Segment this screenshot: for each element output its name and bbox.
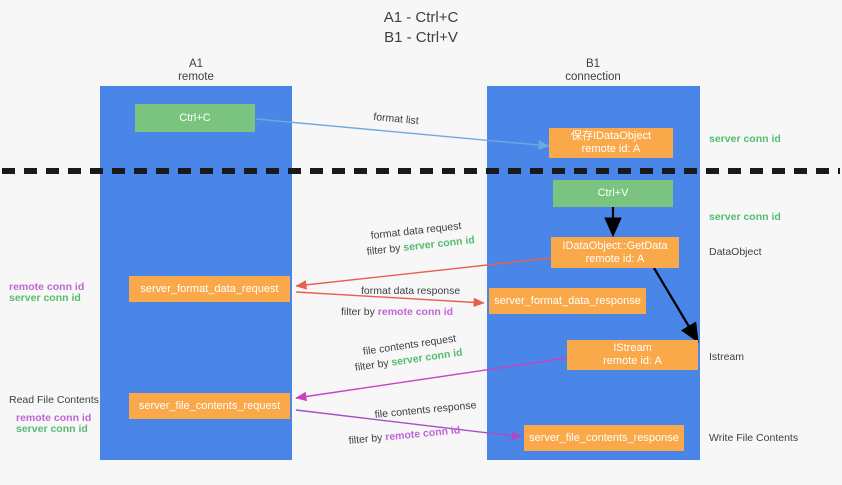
node-ctrl-v[interactable]: Ctrl+V bbox=[553, 180, 673, 207]
side-label-remote-conn-id-1-text: remote conn id bbox=[9, 281, 85, 293]
title-line-1: A1 - Ctrl+C bbox=[383, 9, 459, 26]
edge-label-format-data-response: format data response bbox=[361, 284, 460, 298]
side-label-server-conn-id-1-text: server conn id bbox=[9, 292, 81, 304]
filter-by-text-4: filter by bbox=[348, 431, 383, 447]
node-idataobject-getdata[interactable]: IDataObject::GetData remote id: A bbox=[551, 237, 679, 268]
side-label-istream-text: Istream bbox=[709, 351, 745, 363]
edge-label-file-contents-response: file contents response bbox=[374, 398, 477, 422]
node-istream-line2: remote id: A bbox=[603, 355, 662, 367]
node-store-idataobject[interactable]: 保存IDataObject remote id: A bbox=[549, 128, 673, 158]
node-server-file-contents-response[interactable]: server_file_contents_response bbox=[524, 425, 684, 451]
node-server-file-contents-request-label: server_file_contents_request bbox=[138, 399, 281, 412]
filter-by-text-2: filter by bbox=[341, 306, 375, 318]
side-label-server-conn-id-1: server conn id bbox=[9, 291, 81, 305]
column-header-a1-sub: remote bbox=[178, 71, 214, 83]
node-server-format-data-request[interactable]: server_format_data_request bbox=[129, 276, 290, 302]
node-istream[interactable]: IStream remote id: A bbox=[567, 340, 698, 370]
column-header-b1-name: B1 bbox=[585, 58, 601, 70]
side-label-remote-conn-id-2: remote conn id bbox=[16, 411, 91, 425]
node-server-format-data-response[interactable]: server_format_data_response bbox=[489, 288, 646, 314]
node-server-file-contents-request[interactable]: server_file_contents_request bbox=[129, 393, 290, 419]
node-store-idataobject-line2: remote id: A bbox=[581, 143, 641, 155]
side-label-write-file-contents-text: Write File Contents bbox=[709, 432, 799, 444]
node-ctrl-v-label: Ctrl+V bbox=[597, 187, 629, 199]
side-label-server-conn-id-top: server conn id bbox=[709, 132, 781, 146]
diagram-title: A1 - Ctrl+C B1 - Ctrl+V bbox=[0, 8, 842, 48]
node-ctrl-c-label: Ctrl+C bbox=[179, 111, 211, 124]
node-idataobject-getdata-line2: remote id: A bbox=[585, 252, 645, 265]
node-server-file-contents-response-label: server_file_contents_response bbox=[529, 431, 679, 444]
side-label-server-conn-id-2-text: server conn id bbox=[16, 423, 88, 435]
edge-label-file-contents-response-text: file contents response bbox=[374, 399, 477, 421]
column-header-b1: B1 connection bbox=[533, 58, 653, 84]
edge-label-file-contents-response-filter: filter by remote conn id bbox=[348, 423, 461, 448]
edge-label-format-data-response-text: format data response bbox=[361, 285, 461, 297]
title-line-2: B1 - Ctrl+V bbox=[384, 29, 458, 46]
column-header-a1: A1 remote bbox=[136, 58, 256, 84]
node-store-idataobject-line1: 保存IDataObject bbox=[570, 130, 652, 142]
side-label-server-conn-id-mid-text: server conn id bbox=[709, 211, 781, 223]
side-label-server-conn-id-mid: server conn id bbox=[709, 210, 781, 224]
side-label-remote-conn-id-2-text: remote conn id bbox=[16, 412, 92, 424]
side-label-write-file-contents: Write File Contents bbox=[709, 431, 798, 445]
edge-label-format-list-text: format list bbox=[372, 110, 420, 128]
node-istream-line1: IStream bbox=[613, 342, 652, 354]
side-label-dataobject-text: DataObject bbox=[709, 246, 762, 258]
column-header-b1-sub: connection bbox=[565, 71, 621, 83]
filter-by-text: filter by bbox=[366, 242, 402, 258]
side-label-read-file-contents-text: Read File Contents bbox=[9, 394, 99, 406]
edge-label-format-list: format list bbox=[373, 110, 420, 128]
filter-by-text-3: filter by bbox=[354, 357, 390, 374]
side-label-istream: Istream bbox=[709, 350, 744, 364]
column-header-a1-name: A1 bbox=[188, 58, 204, 70]
side-label-remote-conn-id-1: remote conn id bbox=[9, 280, 84, 294]
side-label-server-conn-id-top-text: server conn id bbox=[709, 133, 781, 145]
edge-label-format-data-response-filter: filter by remote conn id bbox=[341, 305, 453, 319]
node-server-format-data-response-label: server_format_data_response bbox=[494, 294, 641, 307]
remote-conn-id-text: remote conn id bbox=[377, 306, 454, 318]
remote-conn-id-text-2: remote conn id bbox=[384, 424, 461, 444]
side-label-dataobject: DataObject bbox=[709, 245, 762, 259]
node-server-format-data-request-label: server_format_data_request bbox=[140, 282, 279, 295]
node-idataobject-getdata-line1: IDataObject::GetData bbox=[562, 239, 668, 252]
side-label-read-file-contents: Read File Contents bbox=[9, 393, 99, 407]
side-label-server-conn-id-2: server conn id bbox=[16, 422, 88, 436]
node-ctrl-c[interactable]: Ctrl+C bbox=[135, 104, 255, 132]
